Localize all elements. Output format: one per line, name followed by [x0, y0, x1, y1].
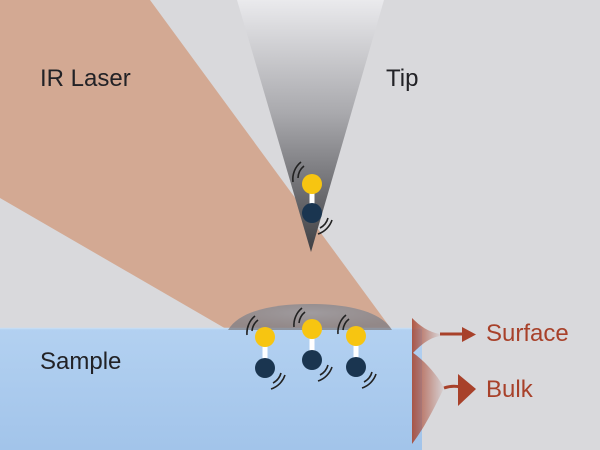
tip-label: Tip: [386, 65, 419, 92]
ir-laser-beam: [0, 0, 392, 330]
surface-label: Surface: [486, 320, 569, 347]
bulk-signal-arrow-icon: [412, 352, 476, 444]
ir-laser-label: IR Laser: [40, 65, 131, 92]
tip-molecule-icon: [292, 161, 333, 235]
sample-molecule-icon: [337, 314, 377, 389]
surface-signal-arrow-icon: [412, 318, 476, 354]
heated-dome: [228, 304, 392, 330]
sample-molecule-icon: [293, 307, 333, 382]
afm-tip: [237, 0, 384, 252]
sample-molecule-icon: [246, 315, 286, 390]
sample-label: Sample: [40, 348, 122, 375]
bulk-label: Bulk: [486, 376, 533, 403]
sample-block: [0, 328, 422, 450]
